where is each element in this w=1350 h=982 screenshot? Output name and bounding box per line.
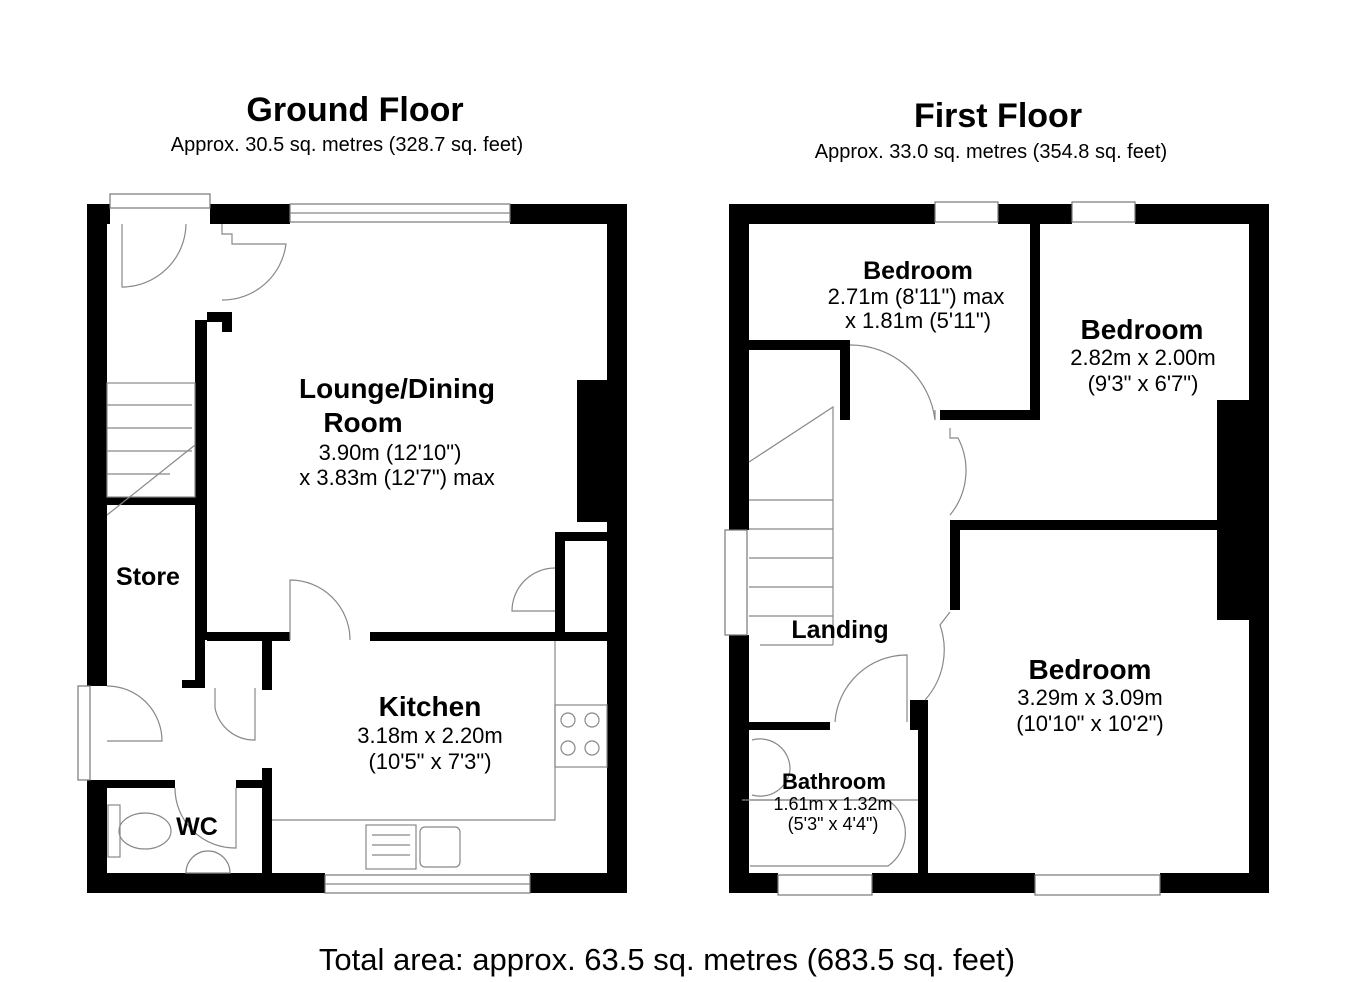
bedroom-1-dimensions-2: x 1.81m (5'11") — [845, 308, 991, 333]
entrance-door[interactable] — [121, 223, 187, 288]
landing-name: Landing — [791, 616, 888, 644]
bedroom-1-name: Bedroom — [863, 257, 973, 285]
bathroom-dimensions: 1.61m x 1.32m — [773, 794, 892, 814]
sink-icon — [419, 826, 461, 868]
basin-icon — [185, 850, 231, 874]
bedroom-2-name: Bedroom — [1081, 314, 1204, 345]
window — [777, 874, 873, 896]
bathroom-door[interactable] — [834, 654, 908, 723]
side-door[interactable] — [106, 685, 163, 742]
staircase — [106, 382, 196, 516]
bathroom-dimensions-2: (5'3" x 4'4") — [788, 814, 879, 834]
bedroom-door[interactable] — [949, 428, 967, 516]
bathroom-name: Bathroom — [782, 769, 886, 794]
lounge-dimensions: 3.90m (12'10") — [319, 440, 462, 465]
kitchen-worktop — [272, 641, 608, 870]
lounge-dimensions-2: x 3.83m (12'7") max — [299, 465, 494, 490]
bedroom-2-dimensions-2: (9'3" x 6'7") — [1088, 371, 1199, 396]
ground-floor-plan: Lounge/Dining Room 3.90m (12'10") x 3.83… — [77, 193, 627, 894]
bedroom-3-dimensions: 3.29m x 3.09m — [1017, 685, 1163, 710]
kitchen-door[interactable] — [289, 579, 351, 641]
store-name: Store — [116, 563, 180, 591]
lounge-name: Lounge/Dining — [299, 373, 495, 404]
bedroom-3-name: Bedroom — [1029, 654, 1152, 685]
cupboard-door[interactable] — [511, 567, 556, 612]
bedroom-1-dimensions: 2.71m (8'11") max — [828, 284, 1005, 309]
window — [77, 685, 91, 781]
kitchen-dimensions-2: (10'5" x 7'3") — [368, 749, 491, 774]
hob-icon — [554, 704, 608, 768]
bath-icon — [742, 738, 918, 867]
kitchen-dimensions: 3.18m x 2.20m — [357, 723, 503, 748]
wc-door[interactable] — [174, 787, 237, 849]
cupboard-door[interactable] — [214, 688, 256, 741]
first-floor-plan: Bedroom 2.71m (8'11") max x 1.81m (5'11"… — [724, 201, 1269, 896]
ground-floor-title: Ground Floor — [246, 91, 463, 129]
bedroom-2-dimensions: 2.82m x 2.00m — [1070, 345, 1216, 370]
window — [1071, 201, 1136, 223]
window — [724, 529, 748, 636]
bedroom-3-dimensions-2: (10'10" x 10'2") — [1016, 711, 1164, 736]
lounge-name-2: Room — [323, 407, 402, 438]
first-floor-area: Approx. 33.0 sq. metres (354.8 sq. feet) — [815, 141, 1167, 163]
staircase — [748, 405, 834, 646]
ground-floor-area: Approx. 30.5 sq. metres (328.7 sq. feet) — [171, 134, 523, 156]
first-floor-title: First Floor — [914, 97, 1082, 135]
basin-icon — [751, 738, 791, 797]
window — [934, 201, 999, 223]
total-area: Total area: approx. 63.5 sq. metres (683… — [319, 942, 1015, 977]
kitchen-name: Kitchen — [379, 691, 482, 722]
drainer — [365, 824, 417, 870]
wc-name: WC — [176, 813, 218, 841]
bedroom-door[interactable] — [924, 611, 951, 701]
window — [1034, 874, 1161, 896]
toilet-icon — [107, 804, 172, 858]
bedroom-door[interactable] — [849, 344, 936, 421]
